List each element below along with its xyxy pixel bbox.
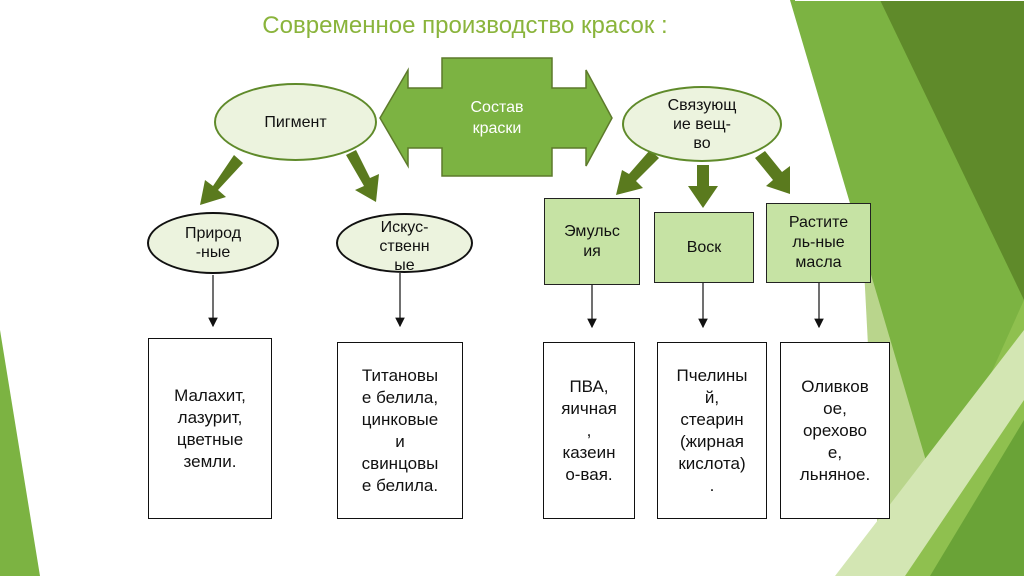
- artificial-examples-box: Титановы е белила, цинковые и свинцовы е…: [337, 342, 463, 519]
- oils-node: Растите ль-ные масла: [766, 203, 871, 283]
- pigment-node: Пигмент: [214, 83, 377, 161]
- wax-examples-box: Пчелины й, стеарин (жирная кислота) .: [657, 342, 767, 519]
- wax-node: Воск: [654, 212, 754, 283]
- natural-examples-box: Малахит, лазурит, цветные земли.: [148, 338, 272, 519]
- natural-pigment-node: Природ -ные: [147, 212, 279, 274]
- branch-arrows: [200, 150, 790, 208]
- emulsion-examples-box: ПВА, яичная , казеин о-вая.: [543, 342, 635, 519]
- slide-title: Современное производство красок :: [262, 12, 668, 39]
- oils-examples-box: Оливков ое, орехово е, льняное.: [780, 342, 890, 519]
- center-double-arrow: [379, 57, 613, 177]
- emulsion-node: Эмульс ия: [544, 198, 640, 285]
- artificial-pigment-node: Искус- ственн ые: [336, 213, 473, 273]
- binder-node: Связующ ие вещ- во: [622, 86, 782, 162]
